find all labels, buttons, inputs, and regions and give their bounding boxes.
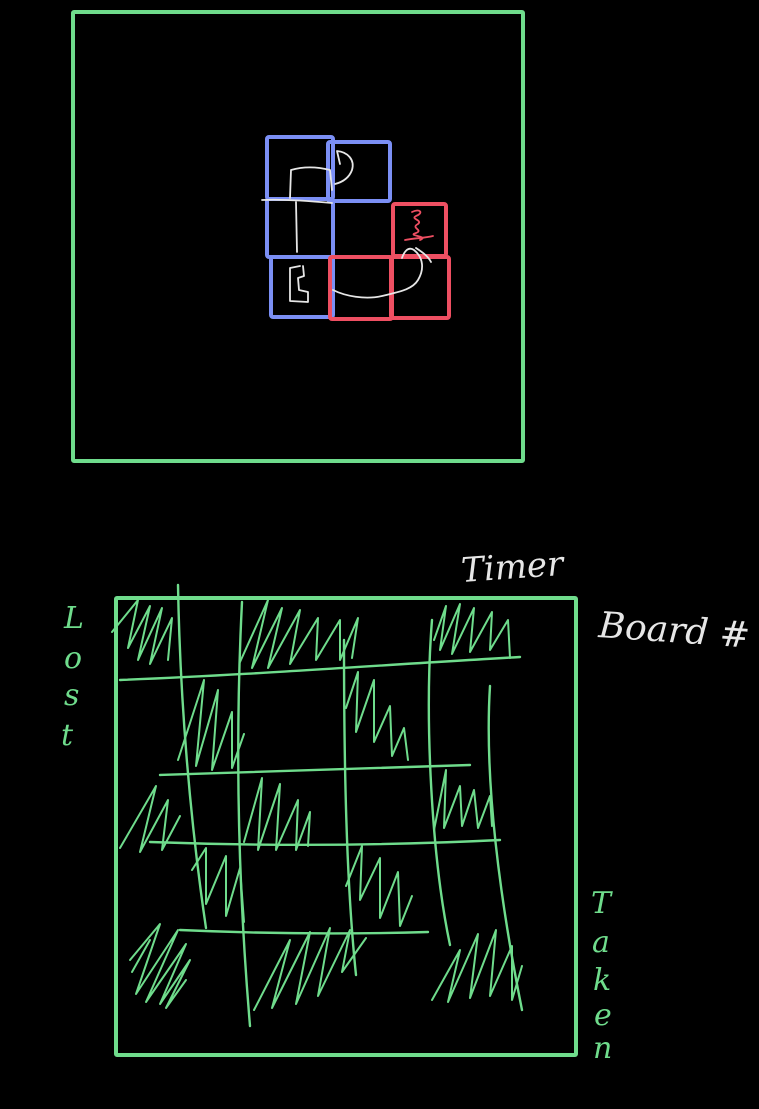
blue-piece	[265, 135, 392, 319]
vertical-mark	[295, 201, 298, 253]
timer-label: Timer	[460, 544, 566, 591]
grid-horizontal-line	[148, 838, 502, 846]
blue-cell	[265, 197, 335, 259]
lost-letter: L	[63, 601, 84, 636]
grid-horizontal-line	[118, 655, 522, 682]
lost-letter: o	[64, 641, 82, 676]
taken-letter: a	[592, 925, 610, 960]
grid-vertical-line	[236, 600, 252, 1028]
hatched-cell	[345, 845, 413, 927]
bottom-panel: Timer Board # L o s t T a k e n	[61, 544, 751, 1066]
hatched-cell	[433, 769, 493, 831]
board-number-label: Board #	[596, 605, 751, 657]
hatched-cells	[111, 599, 523, 1011]
red-cell	[328, 255, 394, 321]
hatched-cell	[345, 671, 409, 761]
board-frame	[114, 596, 578, 1057]
line-mark	[261, 198, 333, 204]
lost-letter: s	[64, 678, 79, 713]
taken-letter: e	[594, 998, 612, 1033]
hatched-cell	[129, 923, 191, 1009]
taken-letter: k	[593, 963, 611, 998]
hatched-cell	[111, 599, 173, 665]
hatched-cell	[433, 603, 511, 659]
grid-vertical-line	[342, 638, 358, 977]
hook-mark	[289, 166, 333, 199]
red-swirl-mark	[404, 209, 434, 241]
bracket-mark	[289, 265, 309, 303]
red-cell	[389, 255, 451, 320]
lost-label: L o s t	[61, 601, 84, 753]
hatched-cell	[239, 599, 359, 669]
taken-letter: n	[593, 1031, 612, 1066]
taken-letter: T	[591, 886, 613, 921]
hatched-cell	[119, 785, 181, 853]
grid-horizontal-line	[158, 763, 472, 777]
white-path-marks	[261, 150, 432, 303]
hatched-cell	[431, 929, 523, 1003]
grid-vertical-line	[176, 583, 208, 930]
hatched-cell	[191, 847, 245, 923]
board-grid-lines	[118, 583, 524, 1028]
hatched-cell	[243, 777, 311, 851]
arrow-mark	[334, 150, 354, 185]
top-panel	[71, 10, 525, 463]
lost-letter: t	[61, 718, 74, 753]
grid-vertical-line	[487, 684, 524, 1012]
hatched-cell	[177, 679, 245, 771]
blue-cell	[326, 140, 392, 203]
grid-horizontal-line	[178, 928, 430, 935]
taken-label: T a k e n	[591, 886, 613, 1066]
top-panel-frame	[71, 10, 525, 463]
hatched-cell	[253, 927, 367, 1011]
blue-cell	[269, 255, 335, 319]
connector-path	[332, 247, 432, 299]
grid-vertical-line	[427, 618, 452, 947]
